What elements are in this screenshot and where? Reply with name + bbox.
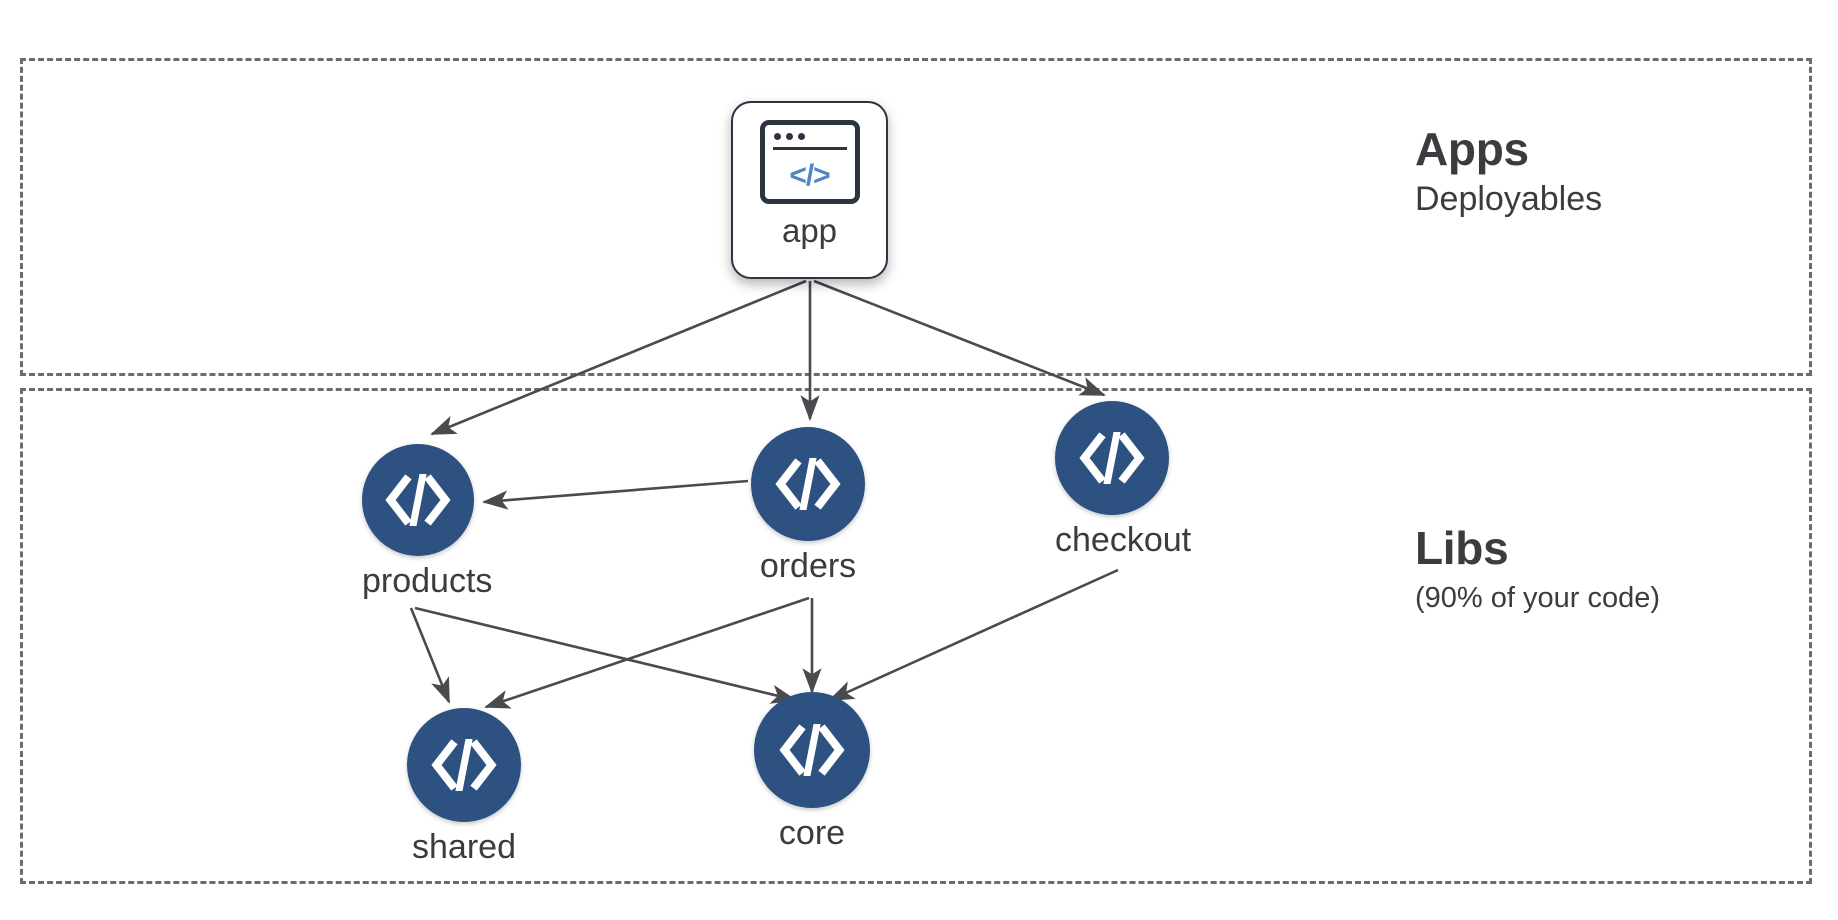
node-orders[interactable]: orders [751, 427, 865, 583]
code-brackets-icon [362, 444, 474, 556]
node-app[interactable]: </> app [731, 101, 888, 279]
node-shared[interactable]: shared [407, 708, 521, 864]
zone-libs-subtitle: (90% of your code) [1415, 582, 1661, 615]
zone-apps-title: Apps [1415, 123, 1529, 175]
code-brackets-icon [1055, 401, 1169, 515]
window-dots [773, 133, 805, 140]
node-checkout[interactable]: checkout [1055, 401, 1191, 557]
window-titlebar-rule [772, 147, 847, 150]
zone-caption-libs: Libs (90% of your code) [1415, 524, 1660, 616]
node-core-label: core [778, 814, 846, 852]
code-brackets-icon [751, 427, 865, 541]
node-orders-label: orders [759, 547, 857, 585]
zone-caption-apps: Apps Deployables [1415, 125, 1602, 220]
code-window-icon: </> [759, 120, 860, 204]
node-shared-label: shared [412, 828, 516, 866]
zone-apps-subtitle: Deployables [1415, 180, 1603, 219]
code-brackets-icon [407, 708, 521, 822]
code-brackets-icon [754, 692, 870, 808]
code-glyph: </> [789, 159, 830, 192]
zone-libs-title: Libs [1415, 522, 1509, 574]
node-products-label: products [362, 562, 493, 600]
zone-libs [20, 388, 1812, 884]
node-app-label: app [781, 212, 838, 249]
node-products[interactable]: products [362, 444, 492, 598]
node-checkout-label: checkout [1055, 521, 1192, 559]
node-core[interactable]: core [754, 692, 870, 850]
